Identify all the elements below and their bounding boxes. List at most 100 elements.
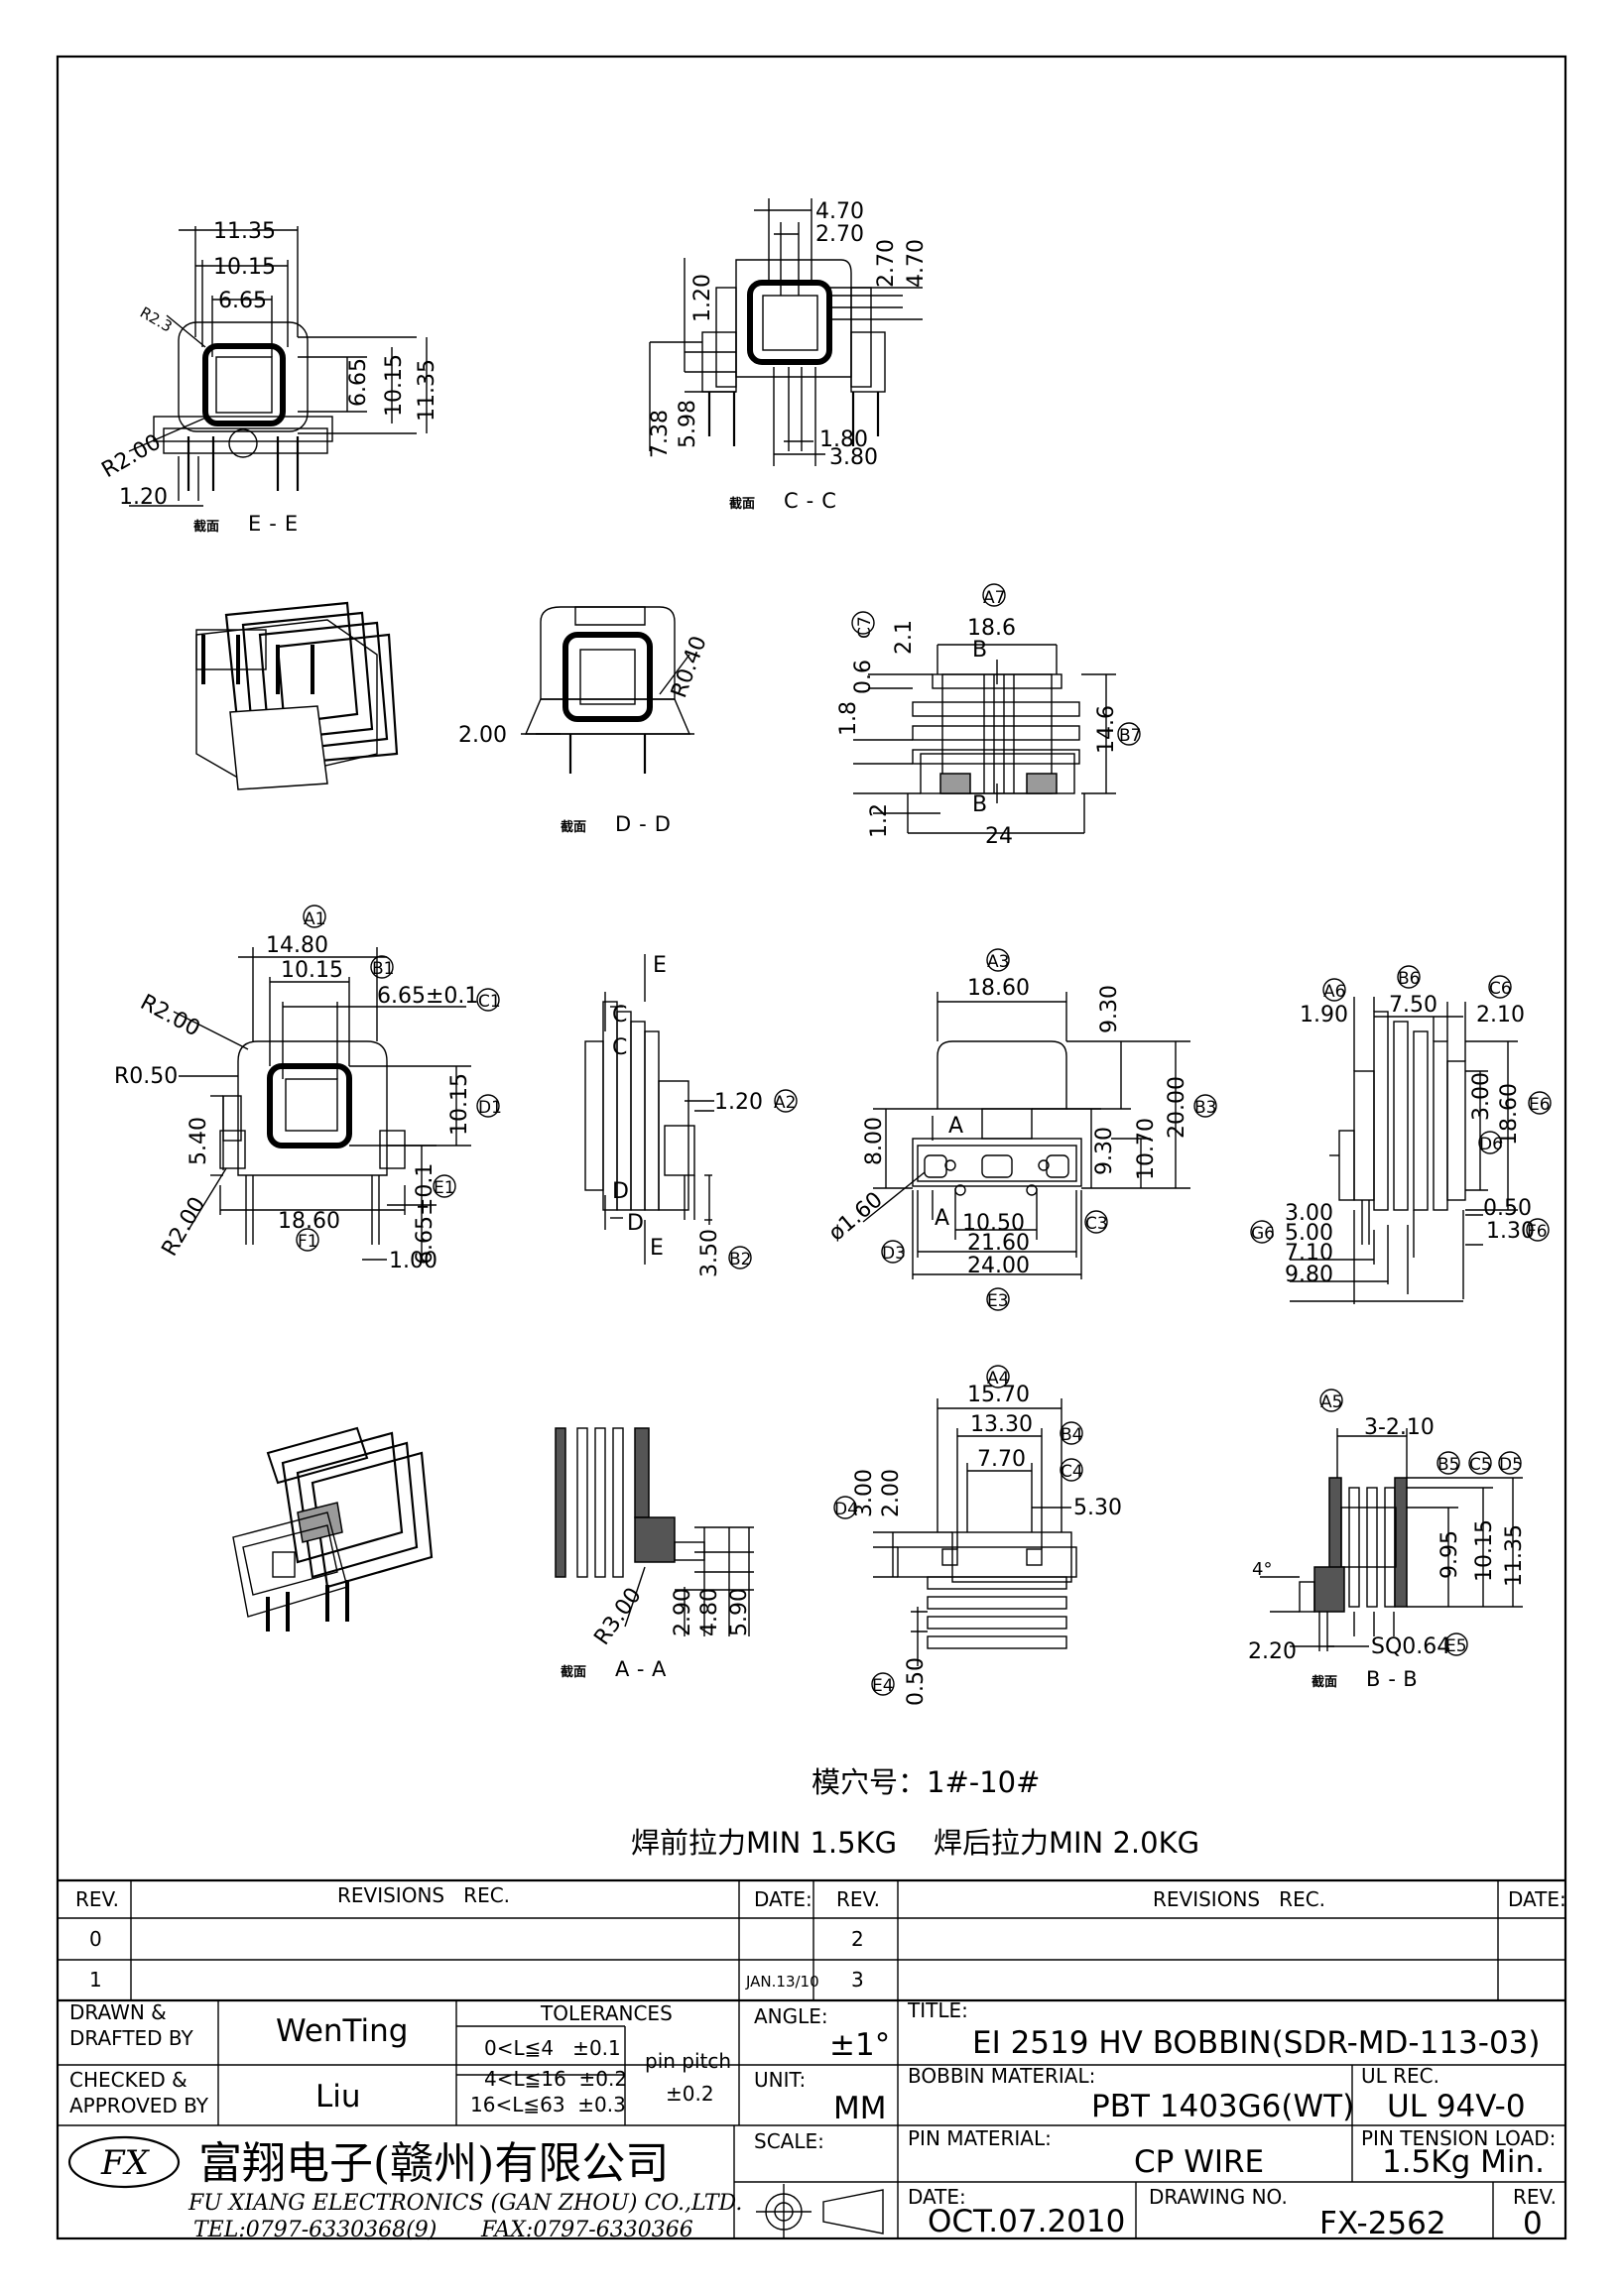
aa-dim-4.80: 4.80 — [697, 1588, 722, 1636]
top-dim-10.50: 10.50 — [962, 1211, 1025, 1236]
cc-dim-3.80: 3.80 — [829, 445, 878, 470]
cc-caption: C-C — [784, 489, 844, 513]
front-label-b1: B1 — [372, 959, 394, 979]
top-label-d3: D3 — [882, 1244, 906, 1264]
right-dim-7.50: 7.50 — [1389, 993, 1437, 1018]
pin-material-label: PIN MATERIAL: — [908, 2126, 1052, 2150]
dd-dim-2.00: 2.00 — [458, 723, 507, 748]
right-label-a6: A6 — [1323, 982, 1345, 1002]
bb-dim-11.35: 11.35 — [1502, 1524, 1527, 1587]
bottom-dim-3.00: 3.00 — [852, 1469, 877, 1517]
bottom-dim-15.70: 15.70 — [967, 1383, 1030, 1407]
ee-dim-11.35-v: 11.35 — [415, 359, 439, 422]
top-dim-9.30-a: 9.30 — [1097, 985, 1122, 1033]
sectional-e-top: E — [653, 953, 667, 978]
view-ee: 11.35 10.15 6.65 R2.3 6.65 10.15 11.35 R… — [98, 219, 440, 536]
right-label-b6: B6 — [1398, 969, 1420, 989]
view-sectional-side: E C C 1.20 A2 D D E 3.50 B2 — [584, 953, 798, 1277]
front-label-e1: E1 — [434, 1178, 455, 1198]
top-dim-20.00: 20.00 — [1165, 1076, 1189, 1139]
top-label-b3: B3 — [1194, 1098, 1216, 1118]
aa-dim-r3.00: R3.00 — [589, 1583, 646, 1649]
rev-value: 0 — [1523, 2206, 1543, 2241]
sectional-c-2: C — [612, 1035, 627, 1060]
cc-dim-1.80: 1.80 — [819, 427, 868, 452]
side-section-b-bottom: B — [972, 792, 987, 817]
cc-dim-7.38: 7.38 — [648, 410, 673, 458]
side-dim-24: 24 — [985, 824, 1013, 849]
date-label: DATE: — [908, 2185, 966, 2209]
scale-label: SCALE: — [754, 2129, 824, 2153]
bottom-label-c4: C4 — [1061, 1462, 1083, 1482]
front-dim-r0.50: R0.50 — [114, 1064, 178, 1089]
view-bb: A5 3-2.10 B5 C5 D5 4° 9.95 10.15 11.35 2… — [1248, 1389, 1527, 1691]
top-dim-24.00: 24.00 — [967, 1254, 1030, 1278]
bottom-dim-2.00: 2.00 — [879, 1469, 904, 1517]
right-label-e6: E6 — [1529, 1095, 1551, 1115]
view-aa: R3.00 2.90 4.80 5.90 截面 A-A — [555, 1427, 754, 1681]
bottom-dim-13.30: 13.30 — [970, 1412, 1033, 1437]
checked-value: Liu — [315, 2079, 361, 2115]
ee-dim-1.20: 1.20 — [119, 485, 168, 510]
rev-label: REV. — [1513, 2185, 1557, 2209]
side-dim-14.6: 14.6 — [1094, 705, 1119, 754]
right-dim-2.10: 2.10 — [1476, 1003, 1525, 1027]
pin-pitch-label: pin pitch — [645, 2049, 731, 2073]
rev-0: 0 — [89, 1927, 102, 1951]
right-label-g6: G6 — [1251, 1224, 1275, 1244]
unit-value: MM — [833, 2091, 887, 2126]
bottom-dim-0.50: 0.50 — [904, 1657, 929, 1706]
iso-view-1 — [195, 601, 399, 790]
bobbin-material-value: PBT 1403G6(WT) — [1091, 2089, 1354, 2124]
dd-dim-r0.40: R0.40 — [667, 633, 711, 701]
top-dim-18.60: 18.60 — [967, 976, 1030, 1001]
front-label-c1: C1 — [478, 992, 501, 1012]
rev-header-left: REV. — [75, 1887, 119, 1911]
side-dim-2.1: 2.1 — [892, 620, 917, 655]
front-dim-18.60: 18.60 — [278, 1209, 340, 1234]
bb-dim-3-2.10: 3-2.10 — [1364, 1415, 1435, 1440]
pin-pitch-value: ±0.2 — [666, 2082, 714, 2106]
ee-dim-11.35-h: 11.35 — [213, 219, 276, 244]
ee-dim-10.15-h: 10.15 — [213, 255, 276, 280]
top-label-c3: C3 — [1085, 1214, 1108, 1234]
ee-caption-cn: 截面 — [193, 519, 219, 535]
company-tel: TEL:0797-6330368(9) — [193, 2218, 437, 2242]
date-header-right: DATE: — [1508, 1887, 1566, 1911]
side-section-b-top: B — [972, 638, 987, 663]
top-section-a-top: A — [948, 1114, 963, 1139]
top-dim-8.00: 8.00 — [862, 1117, 887, 1165]
bottom-label-b4: B4 — [1061, 1425, 1082, 1445]
company-name-cn: 富翔电子(赣州)有限公司 — [198, 2138, 669, 2189]
date-header-left: DATE: — [754, 1887, 812, 1911]
bottom-dim-7.70: 7.70 — [977, 1447, 1026, 1472]
ee-dim-r2.3: R2.3 — [137, 303, 176, 336]
bobbin-material-label: BOBBIN MATERIAL: — [908, 2064, 1095, 2088]
angle-value: ±1° — [829, 2027, 890, 2063]
right-dim-0.50: 0.50 — [1483, 1196, 1532, 1221]
right-dim-3.00: 3.00 — [1285, 1201, 1333, 1226]
ul-rec-label: UL REC. — [1361, 2064, 1439, 2088]
view-bottom: A4 15.70 13.30 B4 7.70 C4 D4 3.00 2.00 5… — [833, 1365, 1122, 1706]
drawing-no-value: FX-2562 — [1319, 2206, 1446, 2241]
bb-dim-10.15: 10.15 — [1472, 1519, 1497, 1582]
unit-label: UNIT: — [754, 2068, 806, 2092]
dd-caption-cn: 截面 — [561, 819, 586, 835]
side-label-b7: B7 — [1119, 726, 1141, 746]
rev-1-date: JAN.13/10 — [745, 1973, 819, 1991]
sectional-c-1: C — [612, 1003, 627, 1027]
company-name-en: FU XIANG ELECTRONICS (GAN ZHOU) CO.,LTD. — [187, 2191, 742, 2216]
right-dim-9.80: 9.80 — [1285, 1263, 1333, 1287]
top-label-e3: E3 — [987, 1291, 1009, 1311]
cc-dim-1.20: 1.20 — [690, 274, 715, 322]
bb-dim-2.20: 2.20 — [1248, 1639, 1297, 1664]
ee-caption: E-E — [248, 512, 306, 536]
company-logo: FX — [67, 2135, 181, 2189]
sectional-label-a2: A2 — [774, 1093, 796, 1113]
bb-dim-4deg: 4° — [1252, 1559, 1272, 1580]
iso-view-2 — [232, 1426, 434, 1631]
aa-caption-cn: 截面 — [561, 1664, 586, 1680]
front-dim-r2.00-top: R2.00 — [136, 990, 203, 1041]
front-label-d1: D1 — [478, 1098, 502, 1118]
bottom-dim-5.30: 5.30 — [1073, 1496, 1122, 1520]
